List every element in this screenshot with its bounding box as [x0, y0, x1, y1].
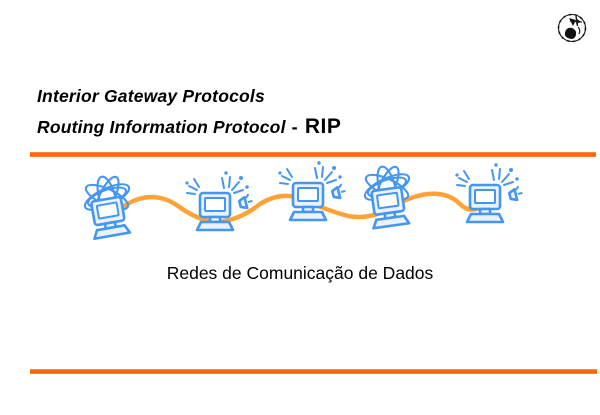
network-illustration — [80, 160, 525, 241]
slide-title: Interior Gateway Protocols Routing Infor… — [37, 86, 341, 137]
title-line2-text: Routing Information Protocol — [37, 116, 286, 137]
top-divider-bar — [30, 152, 596, 157]
network-wave-line — [121, 191, 485, 225]
course-caption: Redes de Comunicação de Dados — [166, 263, 434, 283]
computer-scribble-icon — [360, 162, 414, 230]
title-line2: Routing Information Protocol - RIP — [37, 116, 341, 137]
title-acronym: RIP — [304, 114, 342, 138]
title-line2-separator: - — [291, 116, 298, 137]
title-line1: Interior Gateway Protocols — [37, 86, 265, 106]
computer-sparks-icon — [184, 170, 255, 232]
bottom-divider-bar — [30, 369, 597, 374]
computer-sparks-icon — [454, 162, 525, 224]
globe-emblem-icon — [557, 13, 587, 43]
